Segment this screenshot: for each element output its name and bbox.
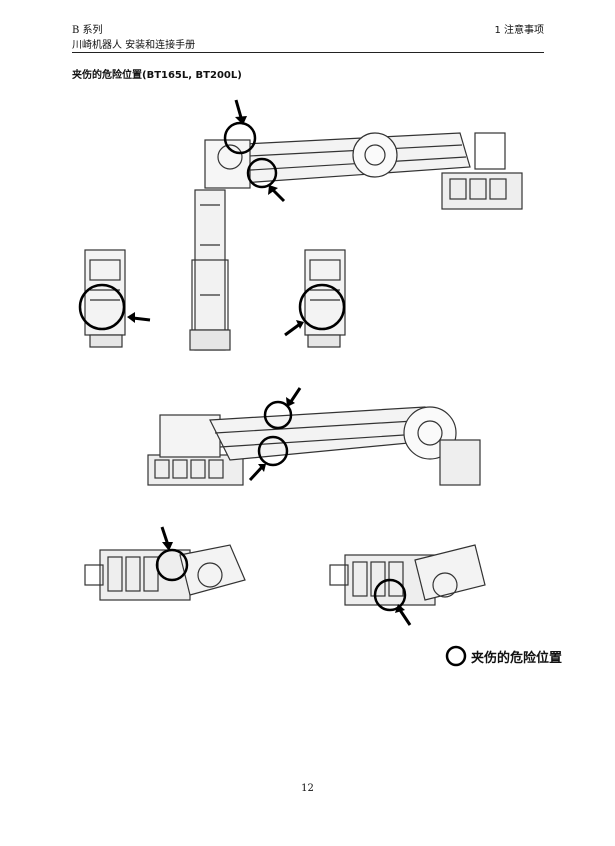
robot-bottom-right-view-figure (329, 544, 486, 626)
robot-bottom-left-view-figure (84, 526, 246, 601)
legend: 夹伤的危险位置 (445, 645, 595, 667)
page-number: 12 (301, 783, 314, 794)
robot-top-view-figure (189, 99, 523, 351)
robot-middle-view-figure (147, 387, 481, 486)
header-chapter: 1 注意事项 (494, 25, 544, 36)
section-title: 夹伤的危险位置(BT165L, BT200L) (72, 70, 242, 81)
robot-side-view-left-figure (78, 249, 151, 348)
header-manual-title: 川崎机器人 安装和连接手册 (72, 40, 196, 51)
header-series: B 系列 (72, 25, 103, 36)
circle-outline-icon (445, 645, 467, 667)
page-header: B 系列 川崎机器人 安装和连接手册 1 注意事项 (72, 20, 544, 53)
robot-side-view-right-figure (284, 249, 346, 348)
legend-label: 夹伤的危险位置 (471, 651, 563, 666)
